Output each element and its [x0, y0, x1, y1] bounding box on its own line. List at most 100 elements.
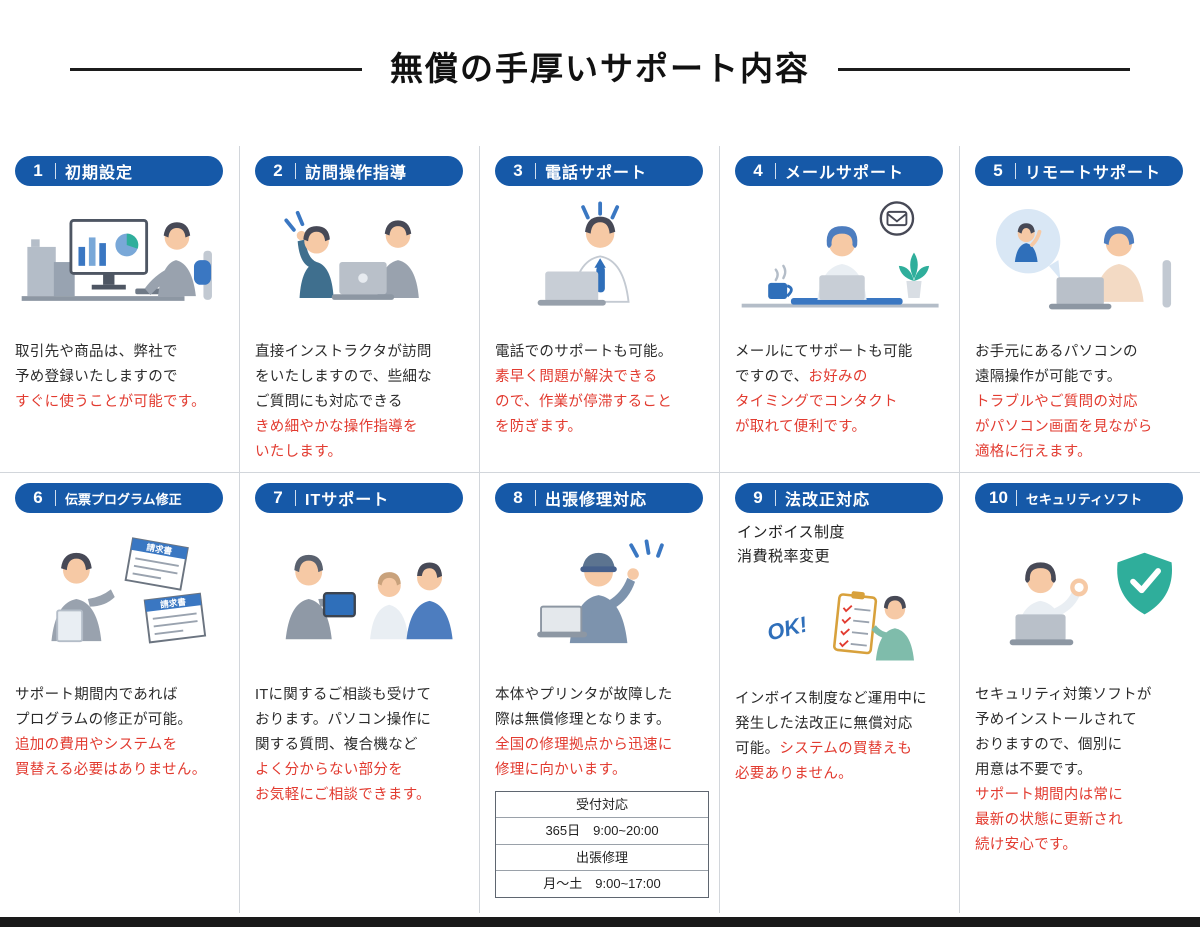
- card-title: 訪問操作指導: [305, 165, 408, 182]
- buildings-icon: [27, 239, 76, 297]
- card-text-plain: セキュリティ対策ソフトが 予めインストールされて おりますので、個別に 用意は不…: [975, 687, 1152, 778]
- pill-divider: [295, 490, 296, 506]
- card-header-pill: 6 伝票プログラム修正: [15, 483, 223, 513]
- pill-divider: [775, 490, 776, 506]
- card-text: 電話でのサポートも可能。 素早く問題が解決できる ので、作業が停滞すること を防…: [495, 340, 706, 440]
- pill-divider: [55, 163, 56, 179]
- card-text: セキュリティ対策ソフトが 予めインストールされて おりますので、個別に 用意は不…: [975, 683, 1187, 858]
- card-text-plain: 直接インストラクタが訪問 をいたしますので、些細な ご質問にも対応できる: [255, 344, 433, 410]
- page-header: 無償の手厚いサポート内容: [0, 0, 1200, 90]
- mail-icon: [880, 201, 915, 236]
- card-number: 1: [33, 161, 43, 180]
- card-title: メールサポート: [785, 165, 905, 182]
- card-illustration: [255, 192, 466, 334]
- person-at-desk: [145, 222, 197, 297]
- card-text-highlight: お好みの タイミングでコンタクト が取れて便利です。: [735, 368, 898, 435]
- pill-divider: [295, 163, 296, 179]
- support-card-7: 7 ITサポート ITに関するご相談も受けて おります。パソコン操作に 関する質…: [240, 473, 480, 913]
- card-text-highlight: きめ細やかな操作指導を いたします。: [255, 418, 418, 460]
- staff-person: [871, 595, 914, 661]
- support-card-4: 4 メールサポート メールにてサポートも可能 ですので、お好: [720, 146, 960, 473]
- consultant-person: [285, 554, 356, 640]
- trainee-person: [377, 220, 420, 299]
- card-caption: インボイス制度 消費税率変更: [737, 524, 846, 565]
- card-text: メールにてサポートも可能 ですので、お好みの タイミングでコンタクト が取れて便…: [735, 340, 946, 440]
- laptop-icon: [1009, 614, 1074, 646]
- card-text-plain: メールにてサポートも可能 ですので、: [735, 344, 913, 385]
- support-card-8: 8 出張修理対応 本体やプリンタが故障した 際は無償修理となります。 全国の修理…: [480, 473, 720, 913]
- checklist-icon: [832, 591, 877, 655]
- card-text: 直接インストラクタが訪問 をいたしますので、些細な ご質問にも対応できる きめ細…: [255, 340, 466, 465]
- card-illustration: [495, 519, 706, 677]
- card-title: 初期設定: [65, 165, 134, 182]
- listener-man: [406, 562, 453, 640]
- card-header-pill: 1 初期設定: [15, 156, 223, 186]
- support-card-6: 6 伝票プログラム修正 請求書 請求書 サポート期間内であれば プログラムの修正…: [0, 473, 240, 913]
- card-text-plain: 電話でのサポートも可能。: [495, 344, 673, 360]
- support-grid: 1 初期設定: [0, 146, 1200, 913]
- title-line-right: [838, 67, 1130, 71]
- card-header-pill: 10 セキュリティソフト: [975, 483, 1183, 513]
- card-number: 3: [513, 161, 523, 180]
- invoice-fix-illustration: 請求書 請求書: [51, 537, 207, 644]
- card-text: お手元にあるパソコンの 遠隔操作が可能です。 トラブルやご質問の対応 がパソコン…: [975, 340, 1187, 465]
- law-revision-illustration: OK!: [764, 591, 914, 661]
- coffee-cup-icon: [768, 264, 794, 299]
- card-header-pill: 2 訪問操作指導: [255, 156, 463, 186]
- card-text-highlight: 素早く問題が解決できる ので、作業が停滞すること を防ぎます。: [495, 368, 673, 435]
- support-card-5: 5 リモートサポート お手元にあるパソコンの 遠隔操作が可能です。 トラブルやご…: [960, 146, 1200, 473]
- support-card-10: 10 セキュリティソフト セキュリティ対策ソフトが 予めインストールされて おり…: [960, 473, 1200, 913]
- card-illustration: 請求書 請求書: [15, 519, 226, 677]
- staff-person: [51, 552, 115, 643]
- support-card-9: 9 法改正対応 インボイス制度 消費税率変更 OK!: [720, 473, 960, 913]
- card-text-highlight: すぐに使うことが可能です。: [15, 393, 206, 410]
- pill-divider: [1015, 490, 1017, 506]
- card-title: 伝票プログラム修正: [65, 491, 182, 507]
- card-title: 電話サポート: [545, 165, 648, 182]
- laptop-icon: [1048, 277, 1112, 310]
- card-illustration: [15, 192, 226, 334]
- card-number: 6: [33, 488, 43, 507]
- card-text-plain: インボイス制度など運用中に 発生した法改正に無償対応 可能。: [735, 691, 927, 757]
- card-title: リモートサポート: [1025, 165, 1162, 182]
- card-text-plain: 取引先や商品は、弊社で 予め登録いたしますので: [15, 344, 178, 385]
- card-illustration: [975, 519, 1187, 677]
- phone-support-illustration: [538, 201, 630, 306]
- pill-divider: [775, 163, 776, 179]
- tablet-icon: [322, 592, 356, 618]
- security-software-illustration: [1009, 552, 1173, 646]
- speech-lines-icon: [629, 539, 664, 558]
- invoice-doc-icon: 請求書: [143, 592, 207, 644]
- card-number: 5: [993, 161, 1003, 180]
- card-text: サポート期間内であれば プログラムの修正が可能。 追加の費用やシステムを 買替え…: [15, 683, 226, 783]
- card-text-plain: サポート期間内であれば プログラムの修正が可能。: [15, 687, 193, 728]
- monitor-chart-icon: [69, 218, 149, 290]
- card-illustration: [495, 192, 706, 334]
- card-title: セキュリティソフト: [1025, 491, 1143, 507]
- card-text-highlight: 追加の費用やシステムを 買替える必要はありません。: [15, 736, 207, 778]
- shield-icon: [1117, 552, 1173, 615]
- card-text-plain: 本体やプリンタが故障した 際は無償修理となります。: [495, 687, 673, 728]
- card-text: 取引先や商品は、弊社で 予め登録いたしますので すぐに使うことが可能です。: [15, 340, 226, 415]
- card-text: インボイス制度など運用中に 発生した法改正に無償対応 可能。システムの買替えも …: [735, 687, 946, 787]
- card-number: 7: [273, 488, 283, 507]
- table-row: 受付対応: [575, 796, 628, 812]
- invoice-doc-icon: 請求書: [124, 537, 189, 591]
- card-illustration: [255, 519, 466, 677]
- svg-text:請求書: 請求書: [160, 596, 187, 610]
- pill-divider: [535, 490, 536, 506]
- laptop-icon: [538, 271, 607, 306]
- card-illustration: [735, 192, 946, 334]
- card-illustration: [975, 192, 1187, 334]
- exclamation-marks-icon: [284, 210, 305, 232]
- card-number: 8: [513, 488, 523, 507]
- email-support-illustration: [742, 201, 939, 308]
- page-title: 無償の手厚いサポート内容: [390, 50, 810, 87]
- plant-icon: [899, 252, 930, 299]
- svg-text:請求書: 請求書: [146, 541, 174, 556]
- it-support-illustration: [285, 554, 453, 640]
- table-row: 365日 9:00~20:00: [496, 817, 708, 844]
- speech-lines-icon: [581, 201, 620, 220]
- card-header-pill: 4 メールサポート: [735, 156, 943, 186]
